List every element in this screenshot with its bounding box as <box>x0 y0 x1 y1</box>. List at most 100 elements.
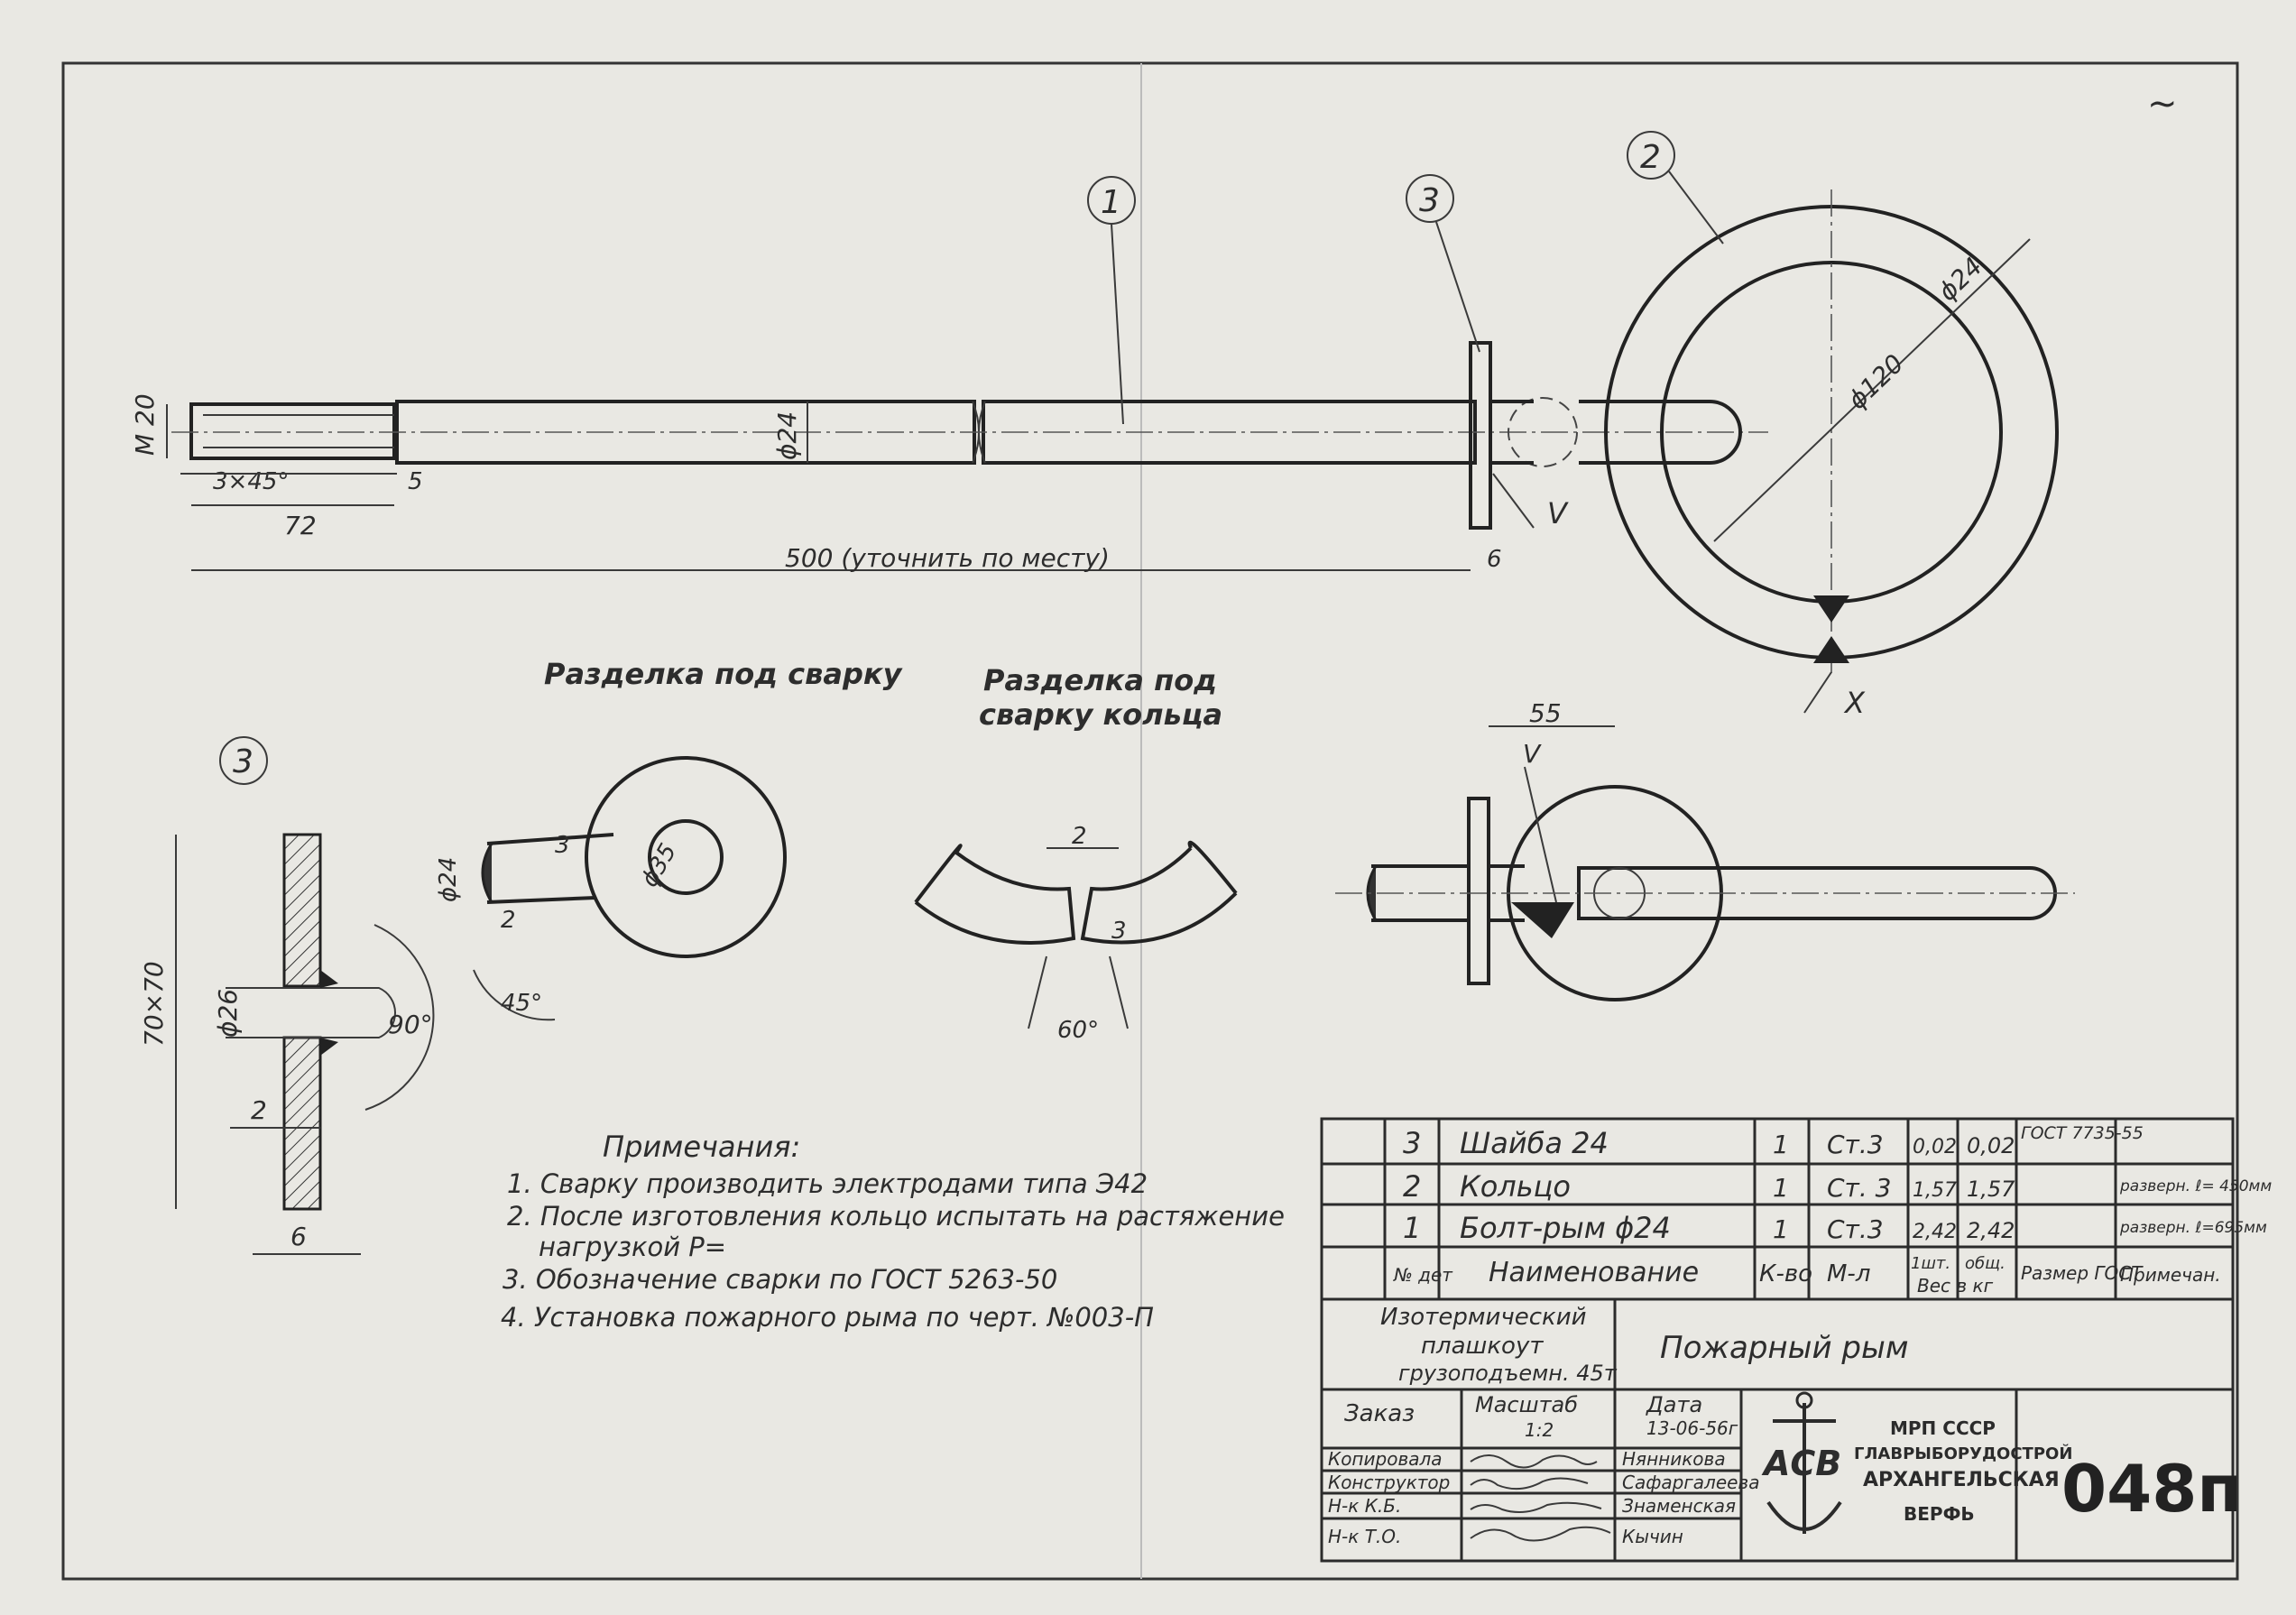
ring-weld-prep-view: Разделка под сварку кольца 2 3 60° <box>914 663 1238 1044</box>
part-3-mat: Ст.3 <box>1827 1130 1884 1159</box>
ring-weld-gap: 2 <box>1072 823 1087 850</box>
weld-v-leader <box>1492 473 1535 529</box>
signature-2 <box>1470 1477 1589 1490</box>
eye-loop <box>1508 397 1578 467</box>
part-3-qty: 1 <box>1773 1130 1789 1159</box>
part-1-qty: 1 <box>1773 1214 1789 1244</box>
drawing-title: Пожарный рым <box>1660 1330 1908 1366</box>
side-dim-55: 55 <box>1529 698 1562 728</box>
side-weld-v: V <box>1523 739 1542 769</box>
signature-1 <box>1470 1454 1598 1469</box>
washer-hole <box>226 987 397 1038</box>
part-1-pos: 1 <box>1403 1211 1421 1245</box>
ring-weld-title-1: Разделка под <box>983 663 1217 697</box>
scale-label: Масштаб <box>1475 1392 1578 1417</box>
callout-1-leader <box>1111 223 1124 425</box>
dim-length: 500 (уточнить по месту) <box>785 543 1110 573</box>
signature-4 <box>1470 1526 1611 1542</box>
part-1-name: Болт-рым ϕ24 <box>1460 1211 1671 1245</box>
washer-hole-dim: ϕ26 <box>213 989 243 1038</box>
parts-table: 3 Шайба 24 1 Ст.3 0,02 0,02 ГОСТ 7735-55… <box>1320 1117 2272 1301</box>
side-view: 55 V <box>1335 698 2075 1001</box>
hdr-w1: 1шт. <box>1911 1254 1950 1273</box>
role-3: Н-к Т.О. <box>1328 1526 1401 1547</box>
side-rod <box>1371 864 1525 922</box>
role-1: Конструктор <box>1328 1472 1450 1493</box>
role-1-name: Сафаргалеева <box>1622 1472 1759 1493</box>
ring-weld-right <box>1080 840 1238 945</box>
ring-weld-title-2: сварку кольца <box>979 697 1222 732</box>
dim-undercut: 5 <box>408 468 423 495</box>
dim-washer: 6 <box>1487 546 1502 573</box>
washer-callout: 3 <box>233 743 254 780</box>
part-1-note: разверн. ℓ=695мм <box>2119 1219 2267 1237</box>
callout-1: 1 <box>1101 184 1121 221</box>
role-2: Н-к К.Б. <box>1328 1495 1401 1517</box>
weld-prep-d35: ϕ35 <box>636 839 682 892</box>
side-weld-leader <box>1524 766 1557 903</box>
project-line-3: грузоподъемн. 45т <box>1398 1361 1618 1386</box>
ring-weld-60-lines <box>1028 955 1129 1029</box>
weld-prep-2: 2 <box>501 907 516 934</box>
corner-mark: ~ <box>2147 83 2178 125</box>
role-2-name: Знаменская <box>1622 1495 1736 1517</box>
bolt-thread <box>189 402 396 460</box>
hdr-qty: К-во <box>1759 1260 1812 1287</box>
part-1-mat: Ст.3 <box>1827 1214 1884 1244</box>
org-line-4: ВЕРФЬ <box>1904 1503 1975 1525</box>
side-weld <box>1511 902 1574 938</box>
scale-value: 1:2 <box>1525 1419 1554 1441</box>
eye-neck <box>1490 400 1534 465</box>
washer-gap: 2 <box>251 1095 267 1125</box>
part-2-qty: 1 <box>1773 1173 1789 1203</box>
part-3-w2: 0,02 <box>1967 1133 2015 1158</box>
weld-prep-45-arc <box>473 969 556 1021</box>
title-block: Изотермический плашкоут грузоподъемн. 45… <box>1320 1297 2242 1563</box>
part-3-name: Шайба 24 <box>1460 1126 1609 1160</box>
dim-chamfer: 3×45° <box>213 468 289 495</box>
side-ring <box>1577 866 2057 920</box>
weld-prep-eye-outer <box>585 756 787 958</box>
anchor-logo-icon: АСВ <box>1761 1391 1842 1534</box>
part-2-w2: 1,57 <box>1967 1177 2015 1202</box>
washer-hatch-top <box>282 833 322 988</box>
dim-ring-rod: ϕ24 <box>1932 252 1988 307</box>
order-label: Заказ <box>1344 1400 1415 1427</box>
hdr-size: Размер ГОСТ <box>2021 1262 2144 1284</box>
washer-thickness: 6 <box>290 1222 307 1251</box>
sheet-border <box>61 61 2239 1581</box>
dim-ring-outer-line <box>1713 238 2031 542</box>
part-2-w1: 1,57 <box>1913 1179 1957 1202</box>
callout-3-leader <box>1435 221 1480 353</box>
part-2-mat: Ст. 3 <box>1827 1173 1891 1203</box>
weld-v: V <box>1547 496 1569 531</box>
weld-prep-title: Разделка под сварку <box>544 657 903 691</box>
role-3-name: Кычин <box>1622 1526 1683 1547</box>
dim-72: 72 <box>284 511 317 540</box>
washer-size: 70×70 <box>139 961 169 1047</box>
callout-2-circle <box>1627 131 1675 180</box>
callout-3-circle <box>1406 174 1454 223</box>
hdr-w2: общ. <box>1965 1254 2006 1273</box>
weld-prep-view: Разделка под сварку ϕ24 ϕ35 3 2 45° <box>435 657 903 1021</box>
dim-ring-outer: ϕ120 <box>1842 348 1910 415</box>
note-2-cont: нагрузкой P= <box>539 1232 726 1262</box>
weld-x: X <box>1843 686 1866 720</box>
part-2-pos: 2 <box>1403 1169 1421 1204</box>
side-washer <box>1467 797 1490 985</box>
weld-x-leader <box>1803 671 1832 714</box>
note-3: 3. Обозначение сварки по ГОСТ 5263-50 <box>503 1264 1057 1295</box>
main-view: 1 3 2 M 20 3×45° 5 72 ϕ24 500 (уточнить … <box>130 131 2059 720</box>
weld-prep-rod-end <box>481 843 493 903</box>
drawing-number: 048п <box>2061 1451 2242 1527</box>
role-0: Копировала <box>1328 1448 1443 1470</box>
ring-weld-3: 3 <box>1111 918 1127 945</box>
washer-angle: 90° <box>388 1010 433 1039</box>
part-2-name: Кольцо <box>1460 1169 1571 1204</box>
org-line-2: ГЛАВРЫБОРУДОСТРОЙ <box>1854 1444 2072 1463</box>
notes-title: Примечания: <box>603 1130 800 1164</box>
washer-angle-arc <box>364 924 435 1111</box>
dim-thread: M 20 <box>130 393 160 456</box>
project-line-2: плашкоут <box>1421 1333 1544 1360</box>
